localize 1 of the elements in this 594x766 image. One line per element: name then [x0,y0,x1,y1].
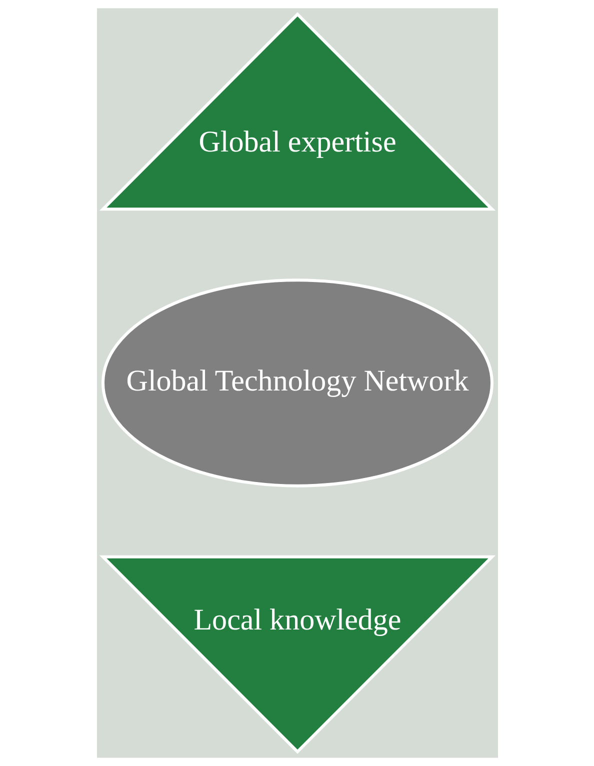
node-ellipse: Global Technology Network [101,278,493,488]
